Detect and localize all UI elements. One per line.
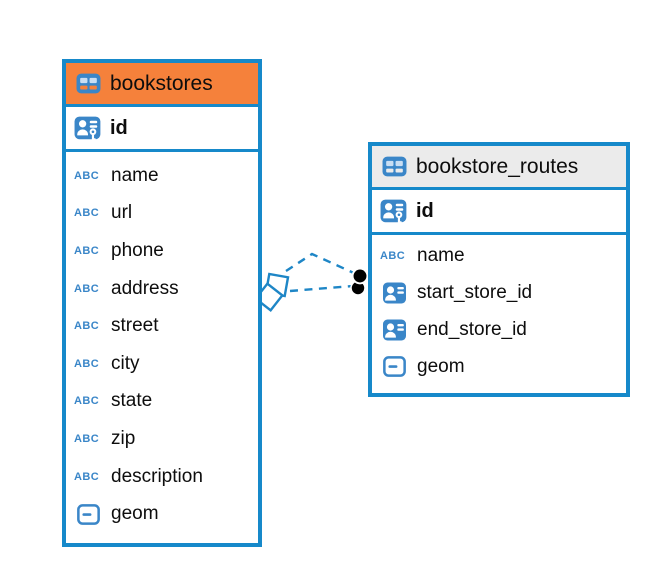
column-label: url xyxy=(111,202,133,224)
geometry-type-icon xyxy=(379,356,409,377)
relationship-line-lower[interactable] xyxy=(289,284,354,293)
relationship-endpoint-dots[interactable] xyxy=(350,267,369,296)
column-row[interactable]: ABC url xyxy=(66,195,258,233)
primary-key-icon xyxy=(379,196,409,226)
column-label: city xyxy=(111,352,140,374)
column-label: id xyxy=(416,199,434,222)
table-title: bookstores xyxy=(110,71,213,95)
column-row[interactable]: end_store_id xyxy=(372,311,626,348)
column-row-primary-key[interactable]: id xyxy=(372,190,626,235)
relationship-line-group[interactable] xyxy=(253,252,369,313)
column-row[interactable]: ABC state xyxy=(66,383,258,421)
text-type-icon: ABC xyxy=(74,470,100,483)
column-label: phone xyxy=(111,239,164,261)
column-label: zip xyxy=(111,427,136,449)
column-label: id xyxy=(110,116,128,139)
table-title: bookstore_routes xyxy=(416,154,579,178)
text-type-icon: ABC xyxy=(74,169,100,182)
text-type-icon: ABC xyxy=(74,282,100,295)
column-row[interactable]: geom xyxy=(372,348,626,385)
column-list: ABC name ABC url ABC phone ABC address A… xyxy=(66,152,258,537)
column-label: name xyxy=(417,244,465,266)
table-header[interactable]: bookstore_routes xyxy=(372,146,626,190)
primary-key-icon xyxy=(73,113,103,143)
column-label: description xyxy=(111,465,203,487)
column-label: geom xyxy=(111,503,159,525)
column-row[interactable]: ABC name xyxy=(66,157,258,195)
column-row[interactable]: start_store_id xyxy=(372,274,626,311)
text-type-icon: ABC xyxy=(74,395,100,408)
text-type-icon: ABC xyxy=(380,249,406,262)
reference-id-icon xyxy=(379,282,409,304)
table-bookstore-routes[interactable]: bookstore_routes id ABC name start_store… xyxy=(368,142,630,397)
column-row[interactable]: geom xyxy=(66,495,258,533)
column-label: name xyxy=(111,164,159,186)
column-row-primary-key[interactable]: id xyxy=(66,107,258,152)
relationship-line-upper[interactable] xyxy=(285,252,357,276)
column-row[interactable]: ABC zip xyxy=(66,420,258,458)
table-header[interactable]: bookstores xyxy=(66,63,258,107)
column-row[interactable]: ABC city xyxy=(66,345,258,383)
column-list: ABC name start_store_id end_store_id ge xyxy=(372,235,626,387)
table-icon xyxy=(379,156,409,177)
reference-id-icon xyxy=(379,319,409,341)
column-label: address xyxy=(111,277,179,299)
column-row[interactable]: ABC address xyxy=(66,270,258,308)
geometry-type-icon xyxy=(73,504,103,525)
column-label: street xyxy=(111,315,159,337)
column-row[interactable]: ABC description xyxy=(66,458,258,496)
text-type-icon: ABC xyxy=(74,432,100,445)
column-row[interactable]: ABC street xyxy=(66,307,258,345)
text-type-icon: ABC xyxy=(74,207,100,220)
table-icon xyxy=(73,73,103,94)
text-type-icon: ABC xyxy=(74,357,100,370)
column-label: state xyxy=(111,390,153,412)
text-type-icon: ABC xyxy=(74,244,100,257)
text-type-icon: ABC xyxy=(74,320,100,333)
column-label: end_store_id xyxy=(417,318,527,340)
column-label: geom xyxy=(417,355,465,377)
column-label: start_store_id xyxy=(417,281,533,303)
column-row[interactable]: ABC name xyxy=(372,237,626,274)
table-bookstores[interactable]: bookstores id ABC name ABC url ABC phone… xyxy=(62,59,262,547)
column-row[interactable]: ABC phone xyxy=(66,232,258,270)
